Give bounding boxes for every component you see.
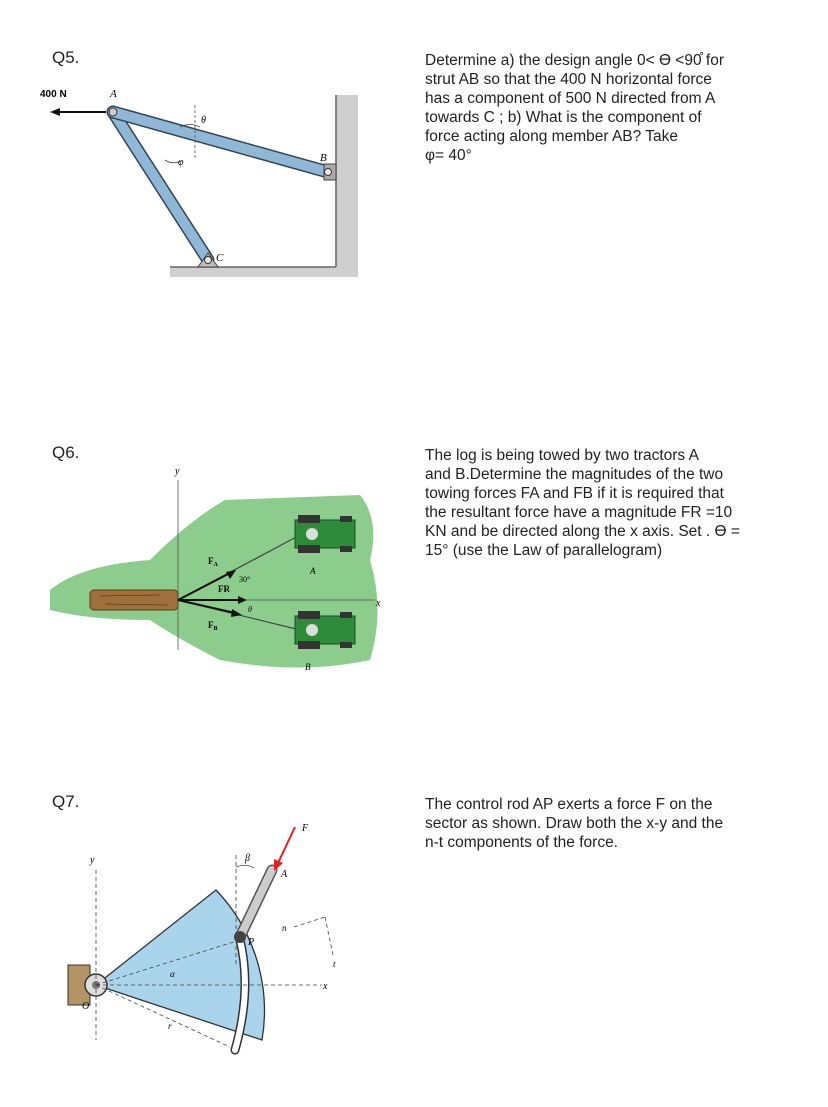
force-f-arrow [277,826,296,864]
n-axis [293,916,326,928]
q5-text-line: Determine a) the design angle 0< ϴ <90̊ … [425,52,724,69]
label-a: A [280,869,288,880]
q7-problem-text: The control rod AP exerts a force F on t… [425,795,797,852]
label-n: n [282,923,287,933]
label-tractor-a: A [309,566,316,576]
y-axis-label: y [174,466,180,477]
q5-text-line: force acting along member AB? Take [425,128,679,145]
label-phi: φ [178,157,184,168]
label-tractor-b: B [305,662,311,672]
q6-text-line: and B.Determine the magnitudes of the tw… [425,466,724,483]
q5-text-line: has a component of 500 N directed from A [425,90,716,107]
force-label: 400 N [40,89,67,100]
label-t: t [333,959,336,969]
label-fb: FB [208,620,218,632]
pin-a [108,107,118,117]
label-fa: FA [208,556,219,568]
q5-problem-text: Determine a) the design angle 0< ϴ <90̊ … [425,51,797,165]
log [89,589,179,611]
tractor-a [294,515,356,553]
q6-tractors-figure: y x FA FR FB 30° θ A B [50,466,381,672]
tractor-b [294,611,356,649]
q6-text-line: 15° (use the Law of parallelogram) [425,542,663,559]
q7-sector-figure: y x F β A P n t α O r [67,823,336,1055]
label-r: r [168,1021,172,1031]
q7-label: Q7. [52,792,80,811]
label-f: F [301,823,309,834]
pin-p [234,931,246,943]
label-o: O [82,1001,89,1012]
label-theta: θ [248,605,252,614]
q5-text-line: strut AB so that the 400 N horizontal fo… [425,71,712,88]
wall [336,95,358,275]
q7-text-line: n-t components of the force. [425,834,618,851]
label-theta: θ [201,115,206,126]
q7-text-line: sector as shown. Draw both the x-y and t… [425,815,724,832]
label-beta: β [244,853,250,864]
q6-label: Q6. [52,443,80,462]
label-a: A [109,88,117,100]
q6-text-line: The log is being towed by two tractors A [425,447,699,464]
q7-text-line: The control rod AP exerts a force F on t… [425,796,713,813]
radius-line [95,984,231,1048]
x-axis-label: x [375,598,381,609]
label-x: x [322,981,328,992]
ground [170,267,358,277]
label-alpha: α [170,969,175,979]
q6-text-line: the resultant force have a magnitude FR … [425,504,733,521]
q6-text-line: towing forces FA and FB if it is require… [425,485,724,502]
label-fr: FR [218,584,230,594]
q5-label: Q5. [52,48,80,67]
force-fb-arrow [177,599,236,614]
sector [94,889,266,1041]
q5-text-line: φ= 40° [425,147,472,164]
label-y: y [89,855,95,866]
q6-problem-text: The log is being towed by two tractors A… [425,446,797,560]
label-p: P [247,937,254,948]
label-b: B [320,152,327,164]
q5-text-line: towards C ; b) What is the component of [425,109,702,126]
q6-text-line: KN and be directed along the x axis. Set… [425,523,740,540]
t-axis [324,916,334,956]
force-fa-arrow [177,572,231,601]
label-c: C [216,252,224,264]
label-30: 30° [239,575,250,584]
q5-strut-figure: 400 N A B C θ φ [40,88,358,277]
